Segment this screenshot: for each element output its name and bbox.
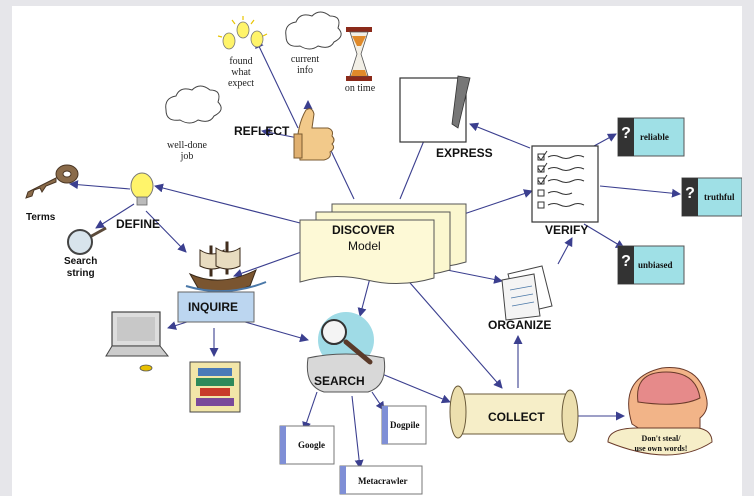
express-label: EXPRESS [436, 146, 493, 160]
on-time-label: on time [344, 83, 376, 94]
arrow-inquire-search [237, 319, 309, 343]
search-engine-dogpile [381, 405, 427, 445]
checklist-icon [531, 145, 599, 223]
inquire-box [177, 291, 255, 323]
current-info-label: current info [290, 54, 320, 76]
inquire-label: INQUIRE [188, 300, 239, 314]
arrow-discover-search [357, 277, 371, 317]
svg-text:?: ? [621, 253, 631, 270]
laptop-icon [105, 311, 170, 372]
scroll-icon [449, 385, 579, 443]
notepad-icon [399, 75, 471, 143]
metacrawler-label: Metacrawler [358, 476, 408, 486]
arrow-verify-unbiased [583, 223, 625, 249]
lightbulbs-icon [217, 16, 268, 50]
thumbs-up-icon [293, 108, 335, 161]
arrow-organize-verify [557, 237, 573, 265]
arrow-discover-define [154, 183, 305, 225]
define-label: DEFINE [116, 217, 161, 231]
books-icon [189, 361, 241, 413]
verify-unbiased-label: unbiased [638, 260, 673, 270]
define-lightbulb-icon [130, 172, 154, 206]
search-engine-google [279, 425, 335, 465]
svg-text:?: ? [685, 185, 695, 202]
magnifier-icon [67, 226, 107, 255]
arrow-search-google [302, 391, 318, 431]
arrow-search-metacrawler [351, 395, 364, 469]
verify-box-unbiased: ? [617, 245, 685, 285]
well-done-job-label: well-done job [167, 140, 207, 162]
search-label: SEARCH [314, 374, 365, 388]
papers-icon [501, 265, 553, 321]
hourglass-icon [346, 27, 372, 81]
head-brain-icon [607, 367, 713, 456]
verify-truthful-label: truthful [704, 192, 735, 202]
arrow-verify-express [469, 122, 531, 149]
organize-label: ORGANIZE [488, 318, 552, 332]
thought-cloud-left [165, 85, 222, 124]
dogpile-label: Dogpile [390, 420, 420, 430]
mind-map-graphics: ? ? ? [25, 11, 742, 495]
arrow-reflect-found [255, 39, 299, 129]
arrow-verify-truthful [599, 185, 681, 198]
search-engine-metacrawler [339, 465, 423, 495]
svg-text:?: ? [621, 125, 631, 142]
found-what-expect-label: found what expect [227, 56, 255, 89]
arrow-define-search-string [95, 203, 135, 229]
verify-box-truthful: ? [681, 177, 742, 217]
verify-box-reliable: ? [617, 117, 685, 157]
verify-label: VERIFY [545, 223, 589, 237]
arrow-discover-verify [457, 189, 533, 217]
thought-cloud-top [285, 11, 342, 50]
key-icon [25, 164, 79, 199]
arrow-define-inquire [145, 210, 187, 253]
discover-subtitle: Model [348, 239, 381, 253]
search-string-label: Search string [64, 256, 98, 279]
arrow-search-collect [381, 373, 451, 404]
mind-map-canvas: ? ? ? [12, 6, 742, 496]
collect-label: COLLECT [488, 410, 545, 424]
arrow-reflect-well-done [261, 128, 299, 139]
google-label: Google [298, 440, 325, 450]
verify-reliable-label: reliable [640, 132, 669, 142]
arrow-define-terms [69, 180, 131, 190]
dont-steal-label: Don't steal/ use own words! [634, 434, 688, 453]
reflect-label: REFLECT [234, 124, 290, 138]
discover-documents [299, 203, 467, 285]
discover-title: DISCOVER [332, 223, 395, 237]
ship-icon [185, 241, 267, 293]
terms-label: Terms [26, 212, 56, 223]
search-magnifier-icon [306, 312, 386, 393]
arrow-discover-inquire [233, 250, 305, 278]
arrow-discover-collect [403, 275, 503, 389]
